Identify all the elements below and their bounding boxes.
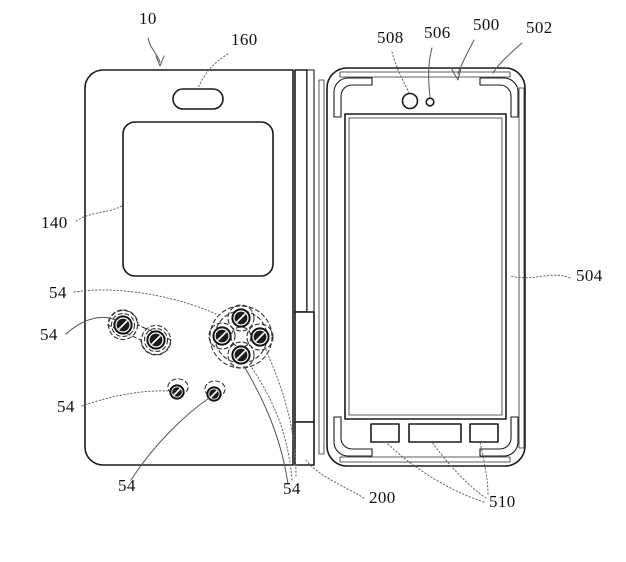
phone-key-left-510[interactable] [370,423,400,443]
dpad-halo-down [227,341,255,369]
ref-label-54a: 54 [49,283,67,302]
leader-ref-510-1 [385,441,485,503]
button-54-pair-2 [146,330,166,350]
leader-ref-54b [65,316,117,335]
leader-ref-504 [509,274,571,279]
button-small-pair [167,378,226,402]
reference-numerals: 10 160 140 508 506 500 502 504 54 54 54 … [40,9,603,511]
leader-ref-54d [130,397,210,481]
phone-500 [318,67,526,467]
dpad-outline-outer [209,305,273,369]
phone-screen-inner-edge [348,117,503,416]
spine-strip-upper-inner [306,69,315,313]
ref-label-504: 504 [576,266,603,285]
case-bracket-top-left [333,77,373,118]
ref-label-506: 506 [424,23,451,42]
button-halo-2b [143,327,169,353]
ref-label-200: 200 [369,488,396,507]
ref-label-10: 10 [139,9,157,28]
ref-label-508: 508 [377,28,404,47]
spine-strip-middle [294,311,315,423]
button-54-small-2 [206,386,222,402]
case-bracket-bottom-left [333,416,373,457]
case-rail-bottom [339,456,511,463]
case-bracket-bottom-right [479,416,519,457]
sensor-506 [425,97,435,107]
hinge-spine-200 [294,69,315,466]
spine-strip-lower [294,421,315,466]
leader-ref-508 [391,51,410,94]
ref-label-160: 160 [231,30,258,49]
leader-ref-54e-1 [243,365,289,485]
case-rail-left [318,79,325,455]
case-rail-right [518,87,525,449]
leader-ref-54e-3 [265,349,297,477]
leader-ref-502 [492,42,523,74]
ref-label-54d: 54 [118,476,136,495]
leader-ref-160 [197,53,229,89]
button-halo-1a [107,309,139,341]
arrowhead-ref-10 [155,55,165,67]
button-54-dpad-left [212,326,232,346]
spine-strip-upper-outer [294,69,308,313]
button-pair-cluster [107,309,172,356]
phone-key-center-510[interactable] [408,423,462,443]
front-camera-508 [401,92,419,110]
dpad-halo-left [208,322,236,350]
button-halo-2a [140,324,172,356]
arrowhead-ref-500 [450,67,462,81]
dpad-halo-up [227,304,255,332]
ref-label-502: 502 [526,18,553,37]
leader-ref-54a [73,289,217,315]
leader-ref-54c [81,390,171,407]
leader-ref-506 [428,47,433,98]
button-54-dpad-up [231,308,251,328]
leader-ref-140 [75,205,123,222]
display-window-140 [122,121,274,277]
speaker-slot-160 [172,88,224,110]
ref-label-510: 510 [489,492,516,511]
phone-screen-504 [344,113,507,420]
ref-label-54c: 54 [57,397,75,416]
ref-label-140: 140 [41,213,68,232]
ref-label-54e: 54 [283,479,301,498]
button-54-pair-1 [113,315,133,335]
button-54-dpad-right [250,327,270,347]
button-halo-1b [110,312,136,338]
leader-ref-200 [305,459,365,499]
case-rail-top [339,71,511,78]
button-54-small-1 [169,384,185,400]
leader-ref-54e-2 [251,367,293,481]
phone-key-right-510[interactable] [469,423,499,443]
button-54-dpad-down [231,345,251,365]
leader-ref-10 [147,37,161,63]
front-cover-panel [84,69,294,466]
leader-ref-510-3 [479,441,489,495]
operation-buttons-54 [107,304,274,402]
case-bracket-top-right [479,77,519,118]
ref-label-54b: 54 [40,325,58,344]
button-dpad-cluster [208,304,274,369]
leader-lines [65,37,571,503]
dpad-halo-right [246,323,274,351]
ref-label-500: 500 [473,15,500,34]
leader-ref-500 [457,39,475,75]
